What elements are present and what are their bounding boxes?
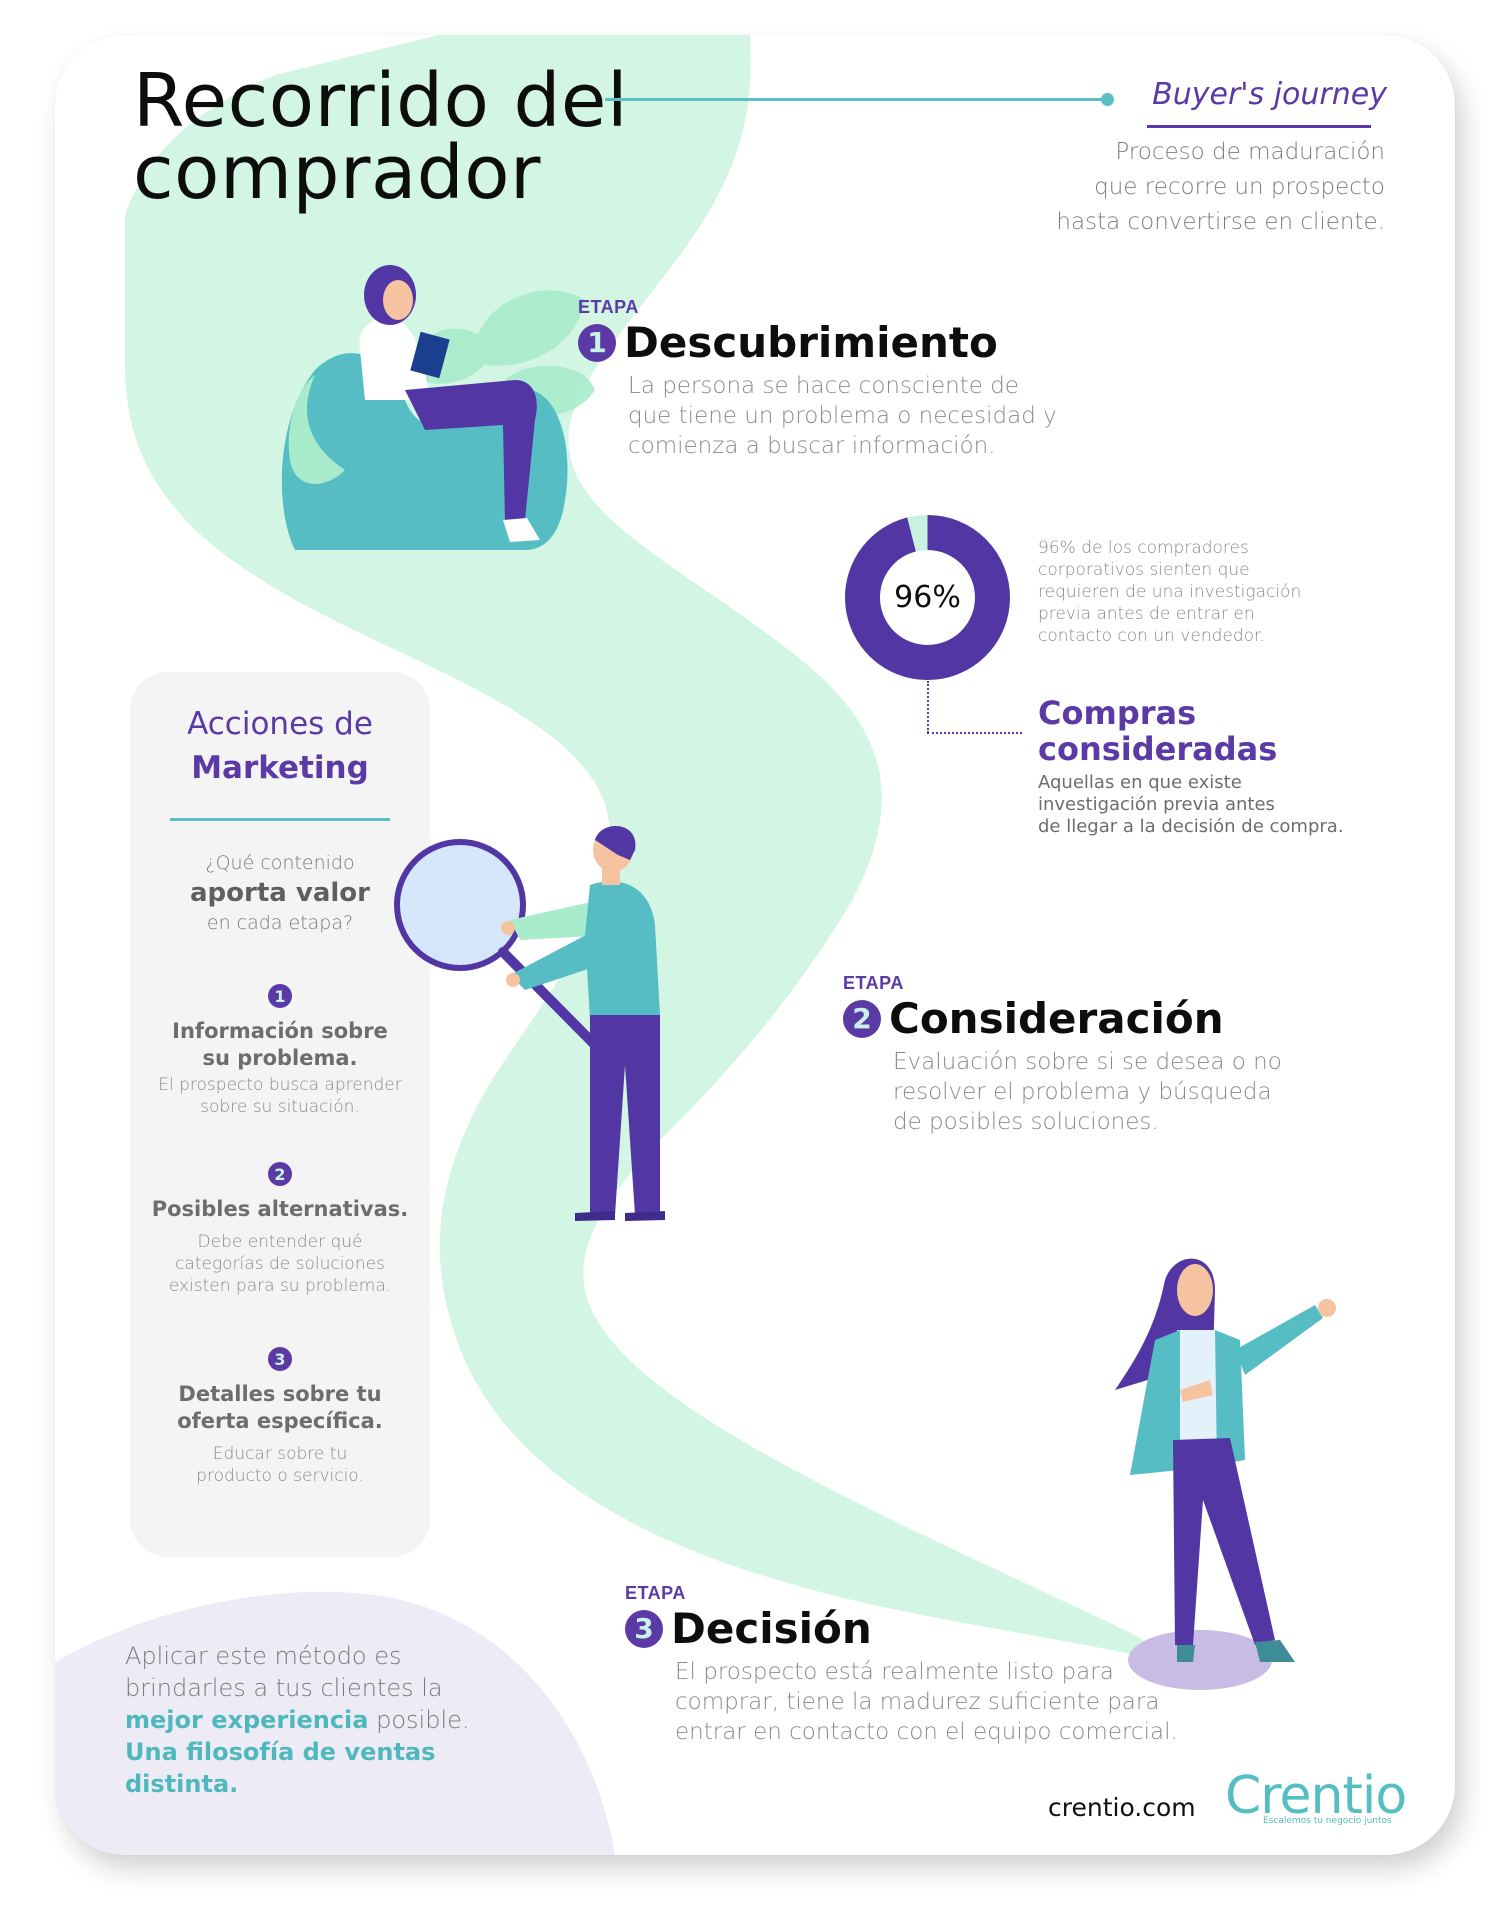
title-connector-line xyxy=(605,98,1105,101)
item-desc-line: existen para su problema. xyxy=(168,1276,392,1296)
title-connector-dot xyxy=(1101,93,1114,106)
desc-line: que tiene un problema o necesidad y xyxy=(628,403,1057,429)
title-line: Compras xyxy=(1038,694,1197,732)
item-number-badge: 3 xyxy=(268,1347,292,1371)
marketing-item-2: 2 Posibles alternativas. Debe entender q… xyxy=(130,1162,430,1297)
highlight-text: Una filosofía de ventas distinta. xyxy=(125,1738,436,1798)
desc-line: La persona se hace consciente de xyxy=(628,373,1019,399)
stage-title: Consideración xyxy=(889,994,1224,1043)
stage-label: ETAPA xyxy=(578,297,639,317)
stat-line: corporativos sienten que xyxy=(1038,560,1250,580)
subtitle-underline xyxy=(1147,125,1371,128)
dotted-connector-vertical xyxy=(927,681,929,733)
infographic-card: Recorrido del comprador Buyer's journey … xyxy=(55,35,1455,1855)
closing-statement: Aplicar este método es brindarles a tus … xyxy=(125,1640,555,1800)
stage-description: La persona se hace consciente de que tie… xyxy=(628,371,1138,461)
stage-label: ETAPA xyxy=(843,973,904,993)
desc-line: de posibles soluciones. xyxy=(893,1109,1159,1135)
stage-3-block: ETAPA 3 Decisión El prospecto está realm… xyxy=(625,1583,1245,1747)
donut-value: 96% xyxy=(894,580,961,615)
title-line: Marketing xyxy=(191,750,369,786)
marketing-item-3: 3 Detalles sobre tu oferta específica. E… xyxy=(130,1347,430,1487)
stage-number-badge: 1 xyxy=(578,323,616,362)
stage-2-block: ETAPA 2 Consideración Evaluación sobre s… xyxy=(843,973,1403,1137)
man-magnifier-illustration xyxy=(394,826,665,1221)
title-line-2: comprador xyxy=(133,130,541,216)
stage-title: Decisión xyxy=(671,1604,872,1653)
item-number-badge: 2 xyxy=(268,1162,292,1186)
desc-line: comienza a buscar información. xyxy=(628,433,996,459)
desc-line: investigación previa antes xyxy=(1038,794,1275,815)
woman-reading-illustration xyxy=(281,265,595,550)
closing-line: Aplicar este método es xyxy=(125,1642,402,1670)
desc-line: El prospecto está realmente listo para xyxy=(675,1659,1114,1685)
closing-line: brindarles a tus clientes la xyxy=(125,1674,443,1702)
title-line: Acciones de xyxy=(187,706,373,742)
item-desc-line: categorías de soluciones xyxy=(175,1254,385,1274)
item-desc-line: producto o servicio. xyxy=(196,1466,364,1486)
desc-line: comprar, tiene la madurez suficiente par… xyxy=(675,1689,1160,1715)
donut-chart-96 xyxy=(845,515,1010,680)
considered-purchases-title: Compras consideradas xyxy=(1038,695,1277,767)
logo-tagline: Escalemos tu negocio juntos xyxy=(1263,1816,1392,1826)
desc-line: Evaluación sobre si se desea o no xyxy=(893,1049,1282,1075)
magnifier-icon xyxy=(394,839,600,1050)
logo-wordmark: Crentio xyxy=(1225,1766,1407,1826)
item-title-line: oferta específica. xyxy=(177,1409,383,1433)
title-line: consideradas xyxy=(1038,730,1278,768)
woman-presenting-illustration xyxy=(1115,1258,1336,1690)
desc-line: de llegar a la decisión de compra. xyxy=(1038,816,1344,837)
closing-text: posible. xyxy=(368,1706,470,1734)
item-title-line: su problema. xyxy=(202,1046,358,1070)
dotted-connector-horizontal xyxy=(927,732,1022,734)
question-line: en cada etapa? xyxy=(206,912,354,934)
intro-text: Proceso de maduración que recorre un pro… xyxy=(965,135,1385,240)
item-desc-line: Educar sobre tu xyxy=(212,1444,348,1464)
item-desc-line: sobre su situación. xyxy=(200,1097,360,1117)
panel-divider xyxy=(170,818,390,821)
page-title: Recorrido del comprador xyxy=(133,58,629,216)
intro-line: Proceso de maduración xyxy=(1115,139,1385,165)
item-desc-line: Debe entender qué xyxy=(197,1232,363,1252)
intro-line: hasta convertirse en cliente. xyxy=(1056,209,1385,235)
question-line: aporta valor xyxy=(190,878,370,908)
stage-description: El prospecto está realmente listo para c… xyxy=(675,1657,1245,1747)
question-line: ¿Qué contenido xyxy=(205,852,355,874)
lavender-blob xyxy=(55,1591,615,1855)
stage-number-badge: 3 xyxy=(625,1609,663,1648)
stage-number-badge: 2 xyxy=(843,999,881,1038)
item-desc-line: El prospecto busca aprender xyxy=(158,1075,402,1095)
stat-description: 96% de los compradores corporativos sien… xyxy=(1038,537,1368,647)
title-line-1: Recorrido del xyxy=(133,58,629,144)
desc-line: resolver el problema y búsqueda xyxy=(893,1079,1272,1105)
marketing-panel-title: Acciones de Marketing xyxy=(130,702,430,790)
desc-line: entrar en contacto con el equipo comerci… xyxy=(675,1719,1178,1745)
item-title-line: Posibles alternativas. xyxy=(151,1197,409,1221)
stage-title: Descubrimiento xyxy=(624,318,998,367)
stage-label: ETAPA xyxy=(625,1583,686,1603)
item-title-line: Información sobre xyxy=(172,1019,388,1043)
closing-line: mejor experiencia posible. xyxy=(125,1704,555,1736)
item-number-badge: 1 xyxy=(268,984,292,1008)
buyers-journey-subtitle: Buyer's journey xyxy=(1152,77,1387,112)
marketing-actions-panel: Acciones de Marketing ¿Qué contenido apo… xyxy=(130,672,430,1557)
marketing-question: ¿Qué contenido aporta valor en cada etap… xyxy=(130,850,430,936)
desc-line: Aquellas en que existe xyxy=(1038,772,1242,793)
considered-purchases-description: Aquellas en que existe investigación pre… xyxy=(1038,772,1438,838)
stat-line: contacto con un vendedor. xyxy=(1038,626,1265,646)
crentio-logo: Crentio Escalemos tu negocio juntos xyxy=(1225,1766,1407,1826)
intro-line: que recorre un prospecto xyxy=(1094,174,1385,200)
highlight-text: mejor experiencia xyxy=(125,1706,369,1734)
stat-line: 96% de los compradores xyxy=(1038,538,1249,558)
stat-line: previa antes de entrar en xyxy=(1038,604,1255,624)
website-link[interactable]: crentio.com xyxy=(1048,1793,1196,1822)
marketing-item-1: 1 Información sobre su problema. El pros… xyxy=(130,984,430,1118)
stat-line: requieren de una investigación xyxy=(1038,582,1302,602)
stage-description: Evaluación sobre si se desea o no resolv… xyxy=(893,1047,1403,1137)
item-title-line: Detalles sobre tu xyxy=(178,1382,382,1406)
stage-1-block: ETAPA 1 Descubrimiento La persona se hac… xyxy=(578,297,1138,461)
